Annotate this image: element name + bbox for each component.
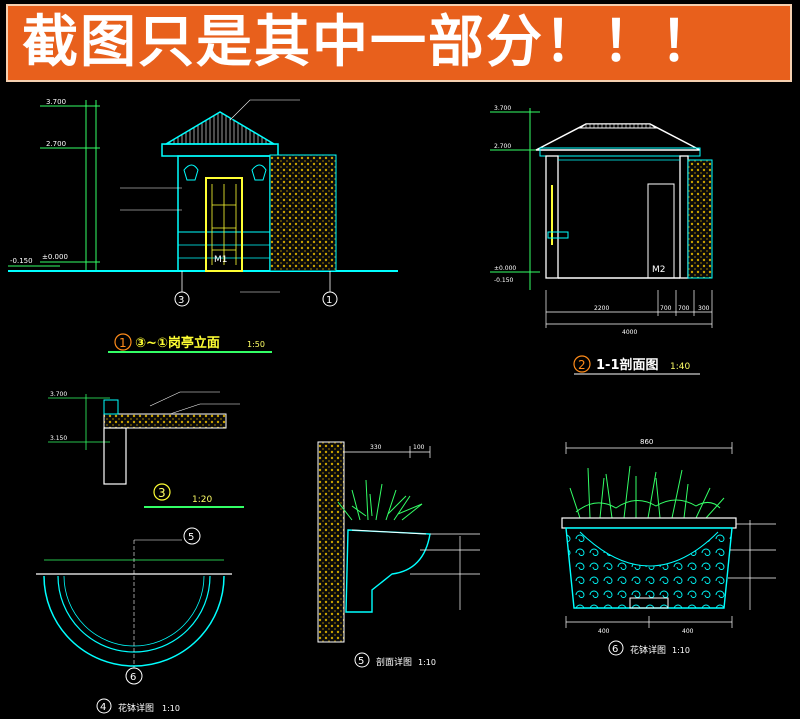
- detail5-plants: [337, 479, 423, 521]
- detail6-dim-right: 400: [682, 628, 694, 635]
- elevation-drawing: 3.700 2.700 ±0.000 -0.150 M1: [8, 98, 398, 353]
- detail4-ref-bottom-label: 6: [130, 672, 136, 683]
- section-dim-total: 4000: [622, 329, 637, 336]
- detail5-wall: [317, 441, 345, 643]
- elevation-scale: 1:50: [247, 340, 265, 349]
- elevation-level-2: 2.700: [46, 140, 66, 148]
- detail4-ref-top: [183, 527, 201, 545]
- detail5-dim-1: 330: [370, 444, 382, 451]
- detail5-drawing: 330 100 5 剖面详图 1:10: [317, 441, 480, 668]
- section-dim-1: 2200: [594, 305, 609, 312]
- detail6-plants: [569, 465, 725, 519]
- section-level-1: 3.700: [494, 105, 511, 112]
- detail6-dim-top: 860: [640, 438, 653, 446]
- detail3-level-2: 3.150: [50, 435, 67, 442]
- detail6-title-number-text: 6: [612, 644, 618, 655]
- detail5-bowl: [345, 529, 431, 613]
- detail4-title-number: [96, 698, 112, 714]
- detail4-ref-bottom: [125, 667, 143, 685]
- banner-box: 截图只是其中一部分！！！: [6, 4, 792, 82]
- section-level-4: -0.150: [494, 277, 514, 284]
- detail6-drawing: 860 400 400 6 花钵详图 1:10: [561, 438, 776, 656]
- detail5-title: 剖面详图: [376, 656, 412, 668]
- detail3-slab: [103, 413, 227, 429]
- section-dim-4: 300: [698, 305, 710, 312]
- elevation-roof: [163, 111, 277, 145]
- section-door: [647, 183, 675, 279]
- section-dim-2: 700: [660, 305, 672, 312]
- section-level-markers: [490, 108, 540, 290]
- elevation-lamp-left: [183, 164, 199, 181]
- elevation-lamp-right: [251, 164, 267, 181]
- detail6-title: 花钵详图: [630, 644, 666, 656]
- elevation-axis-1: [322, 291, 338, 307]
- cad-drawing-sheet: 3.700 2.700 ±0.000 -0.150 M1: [8, 98, 776, 714]
- detail6-dim-left: 400: [598, 628, 610, 635]
- detail6-title-number: [608, 640, 624, 656]
- banner: 截图只是其中一部分！！！: [0, 0, 800, 88]
- banner-text: 截图只是其中一部分！！！: [22, 10, 718, 75]
- section-title-number-text: 2: [578, 358, 586, 372]
- section-title: 1-1剖面图: [596, 357, 659, 373]
- section-title-number: [573, 355, 591, 373]
- section-scale: 1:40: [670, 362, 690, 372]
- section-left-wall: [545, 155, 559, 279]
- detail5-title-number-text: 5: [358, 656, 364, 667]
- detail4-ref-top-label: 5: [188, 532, 194, 543]
- elevation-title-number-text: 1: [119, 336, 127, 350]
- detail4-drawing: 5 6 4 花钵详图 1:10: [36, 527, 232, 714]
- section-level-2: 2.700: [494, 143, 511, 150]
- section-stone-wall: [687, 159, 713, 279]
- detail5-title-number: [354, 652, 370, 668]
- detail5-scale: 1:10: [418, 658, 436, 667]
- detail3-title-number: [153, 483, 171, 501]
- section-door-tag: M2: [652, 265, 666, 275]
- detail4-scale: 1:10: [162, 704, 180, 713]
- detail6-planter-rim: [561, 517, 737, 529]
- section-dim-3: 700: [678, 305, 690, 312]
- elevation-level-1: 3.700: [46, 98, 66, 106]
- elevation-level-3: ±0.000: [42, 253, 68, 261]
- section-level-3: ±0.000: [494, 265, 516, 272]
- detail3-scale: 1:20: [192, 495, 212, 505]
- detail4-title: 花钵详图: [118, 702, 154, 714]
- elevation-level-4: -0.150: [10, 257, 33, 265]
- detail3-drawing: 3.700 3.150 3 1:20: [48, 391, 244, 508]
- elevation-axis-3: [174, 291, 190, 307]
- detail4-title-number-text: 4: [100, 702, 106, 713]
- elevation-cornice: [161, 143, 279, 157]
- elevation-door: [205, 177, 243, 272]
- elevation-level-markers: [8, 100, 100, 270]
- elevation-stone-wall: [269, 154, 337, 272]
- elevation-title: ③~①岗亭立面: [135, 335, 220, 351]
- section-drawing: 3.700 2.700 ±0.000 -0.150 M2 2200 700: [490, 105, 713, 375]
- detail3-title-number-text: 3: [158, 486, 166, 500]
- elevation-axis-3-label: 3: [178, 295, 184, 306]
- section-right-wall: [679, 155, 689, 279]
- elevation-axis-1-label: 1: [326, 295, 332, 306]
- elevation-title-number: [114, 333, 132, 351]
- detail3-level-1: 3.700: [50, 391, 67, 398]
- detail5-dim-2: 100: [413, 444, 425, 451]
- detail6-scale: 1:10: [672, 646, 690, 655]
- elevation-door-tag: M1: [214, 255, 228, 265]
